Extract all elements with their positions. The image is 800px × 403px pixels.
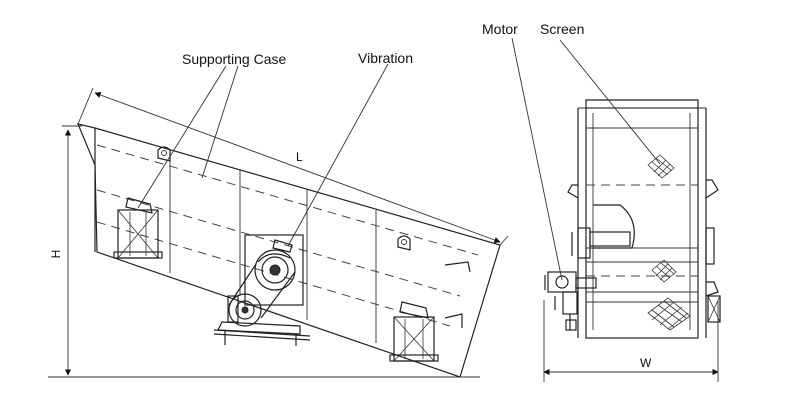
right-spring-support <box>389 301 439 362</box>
screen-mesh <box>647 154 691 331</box>
vibrator-drive <box>213 234 311 346</box>
width-dimension-label: W <box>640 356 652 370</box>
screen-label: Screen <box>540 21 584 37</box>
middle-deck-line <box>96 189 461 297</box>
drive-pulley <box>254 249 296 291</box>
upper-deck-line <box>96 144 479 256</box>
supporting-case-label: Supporting Case <box>182 51 287 67</box>
lifting-lug <box>397 235 411 251</box>
length-dimension-label: L <box>296 150 303 164</box>
motor-label: Motor <box>482 21 518 37</box>
length-dimension-line <box>94 92 501 243</box>
motor-pulley <box>228 293 262 327</box>
motor-assembly <box>544 271 597 331</box>
end-frame-outline <box>585 107 699 339</box>
height-dimension-label: H <box>49 250 63 259</box>
side-view: L H Supporting Case Vibration <box>48 50 509 378</box>
end-view: W Motor Screen <box>482 21 721 382</box>
vibration-label: Vibration <box>358 50 413 66</box>
